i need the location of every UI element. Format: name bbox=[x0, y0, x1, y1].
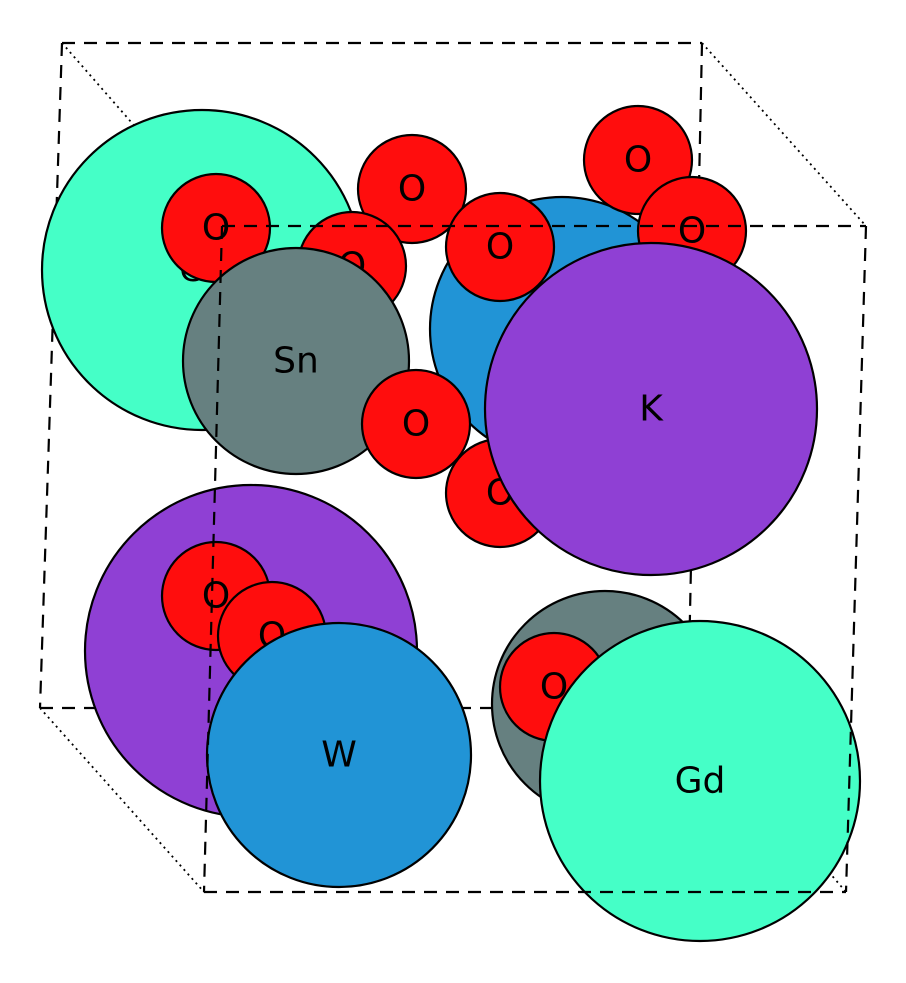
atom-o-6-label: O bbox=[202, 208, 230, 249]
atom-gd-2-sphere bbox=[538, 619, 862, 943]
atom-o-1-sphere bbox=[356, 133, 468, 245]
atom-k-1-label: K bbox=[639, 389, 664, 430]
atom-w-2: W bbox=[205, 621, 473, 889]
atom-sn-1: Sn bbox=[181, 246, 411, 476]
atom-o-4-label: O bbox=[678, 211, 706, 252]
atom-o-3-label: O bbox=[624, 140, 652, 181]
atoms-layer: GdOOWOOOOSnOOOKKOOWSnOGd bbox=[40, 104, 862, 943]
atom-w-2-label: W bbox=[321, 735, 357, 776]
atom-sn-1-sphere bbox=[181, 246, 411, 476]
atom-o-5: O bbox=[444, 191, 556, 303]
atom-o-5-sphere bbox=[444, 191, 556, 303]
atom-o-1: O bbox=[356, 133, 468, 245]
atom-o-6: O bbox=[160, 172, 272, 284]
atom-o-7-label: O bbox=[402, 404, 430, 445]
atom-k-1-sphere bbox=[483, 241, 819, 577]
atom-o-7: O bbox=[360, 368, 472, 480]
atom-gd-2-label: Gd bbox=[675, 761, 726, 802]
atom-sn-1-label: Sn bbox=[273, 341, 319, 382]
unit-cell-front-edges bbox=[202, 224, 868, 894]
atom-o-7-sphere bbox=[360, 368, 472, 480]
atom-gd-2: Gd bbox=[538, 619, 862, 943]
atom-o-1-label: O bbox=[398, 169, 426, 210]
atom-o-5-label: O bbox=[486, 227, 514, 268]
atom-k-1: K bbox=[483, 241, 819, 577]
